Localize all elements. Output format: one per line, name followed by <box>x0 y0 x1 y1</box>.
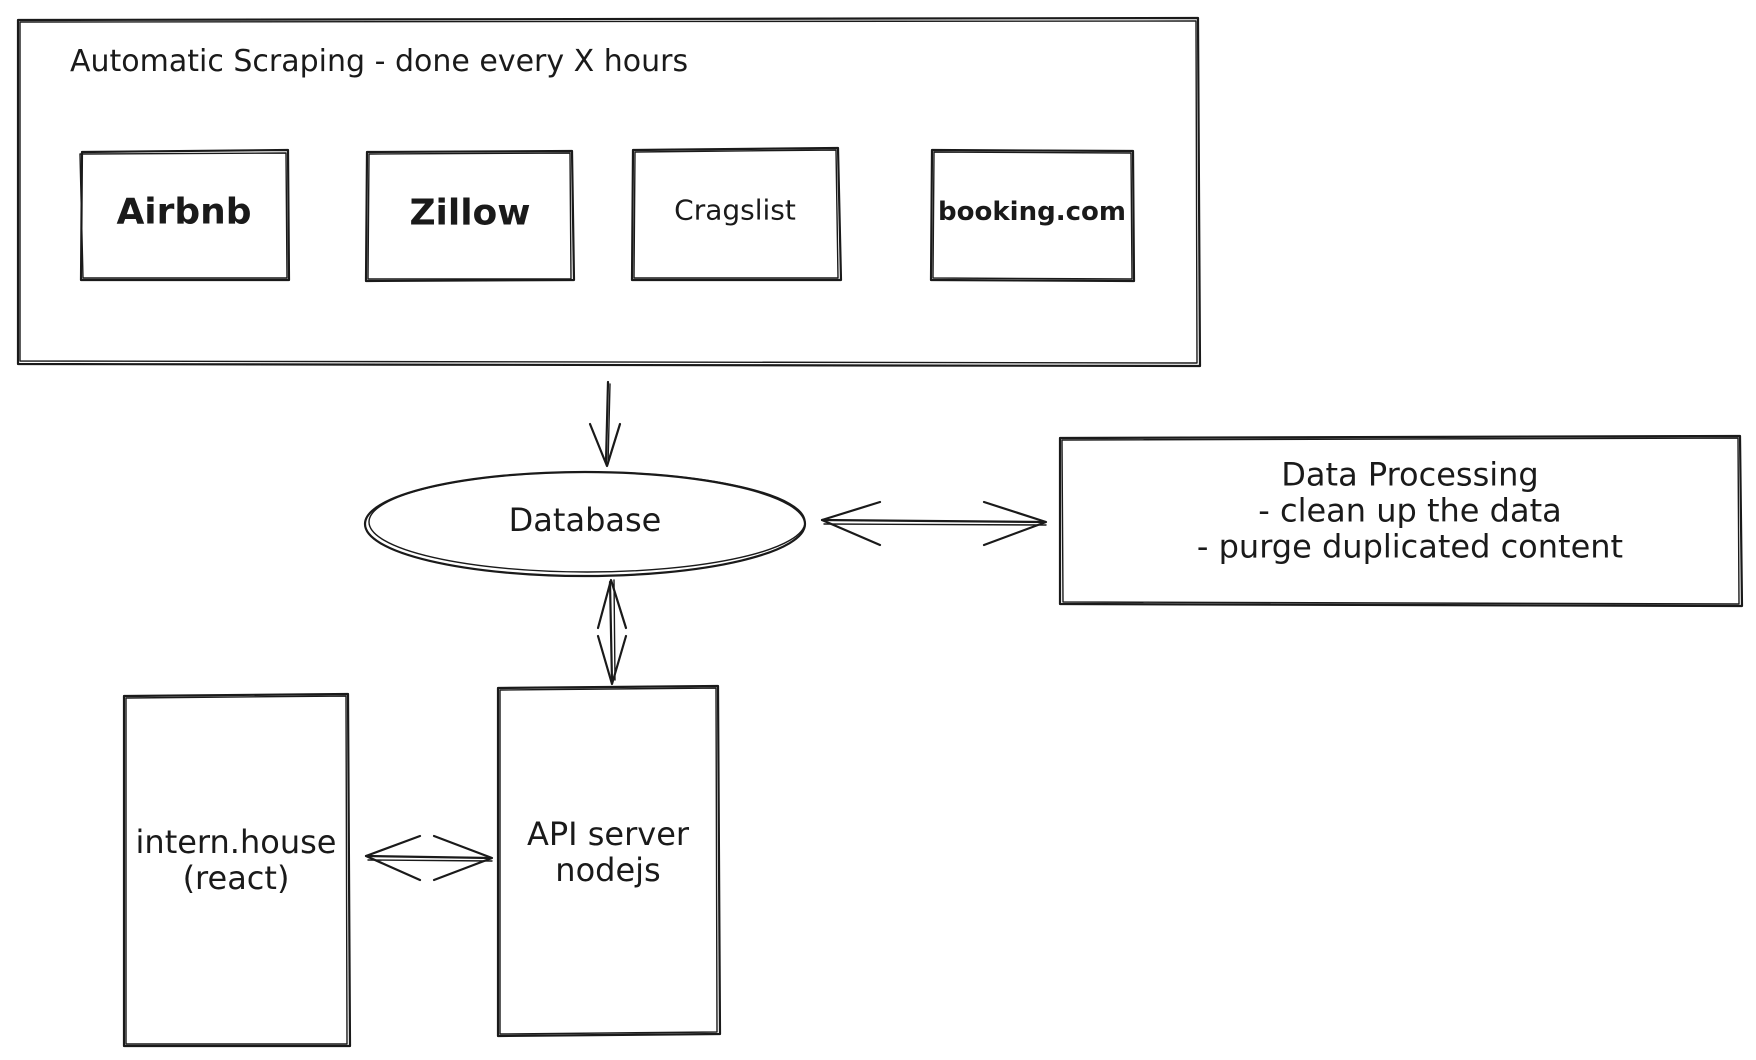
arrow-database-processing <box>820 500 1048 547</box>
arrow-scraping-to-database <box>588 380 622 468</box>
source-label-booking: booking.com <box>938 197 1126 227</box>
data-processing-title: Data Processing <box>1281 455 1539 494</box>
scraping-title: Automatic Scraping - done every X hours <box>70 44 689 79</box>
arrow-frontend-api <box>364 834 494 882</box>
booking-box <box>929 148 1136 283</box>
data-processing-label: Data Processing - clean up the data - pu… <box>1196 455 1624 565</box>
api-server-box <box>496 684 722 1038</box>
database-ellipse <box>363 470 807 578</box>
data-processing-step-1: - clean up the data <box>1258 491 1562 530</box>
arrow-database-api <box>596 578 628 686</box>
zillow-box <box>364 149 576 283</box>
data-processing-step-2: - purge duplicated content <box>1196 526 1624 565</box>
source-label-airbnb: Airbnb <box>116 191 252 233</box>
cragslist-box <box>630 146 843 282</box>
scraping-container <box>16 16 1202 368</box>
database-label: Database <box>508 501 662 539</box>
frontend-box <box>122 692 352 1048</box>
frontend-line2: (react) <box>182 859 290 897</box>
source-label-zillow: Zillow <box>409 192 531 234</box>
data-processing-box <box>1058 434 1744 608</box>
api-server-label: API server nodejs <box>526 815 690 889</box>
source-label-cragslist: Cragslist <box>674 193 796 227</box>
api-server-line1: API server <box>526 815 690 854</box>
api-server-line2: nodejs <box>555 851 661 889</box>
frontend-line1: intern.house <box>135 823 337 862</box>
airbnb-box <box>79 148 291 282</box>
frontend-label: intern.house (react) <box>135 823 337 897</box>
